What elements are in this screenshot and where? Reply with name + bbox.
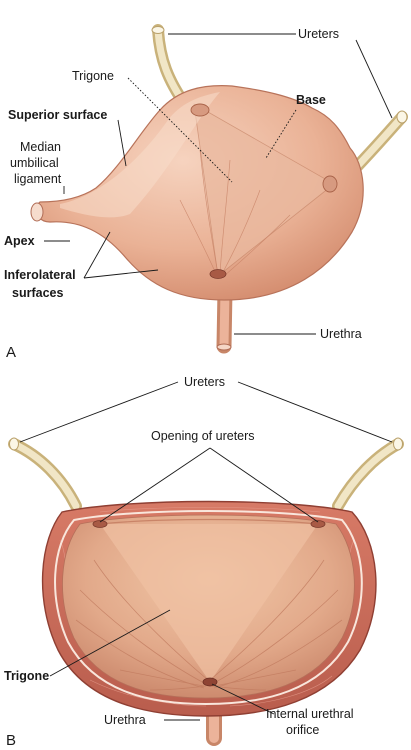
ureter-orifice-left-a [190, 103, 210, 117]
label-inferolateral-1: Inferolateral [4, 268, 76, 282]
left-ureter-b [8, 438, 82, 512]
panel-a: Ureters Trigone Base Superior surface Me… [4, 24, 408, 361]
label-urethra-b: Urethra [104, 713, 146, 727]
folds-a [179, 149, 291, 277]
label-trigone-a: Trigone [72, 69, 114, 83]
panel-b: Ureters Opening of ureters Trigone Ureth… [4, 375, 404, 749]
ureter-orifice-left-b [92, 520, 108, 528]
rugae-b [75, 559, 343, 691]
trigone-region-b [100, 524, 318, 682]
label-superior-surface: Superior surface [8, 108, 107, 122]
apex-tip [30, 202, 44, 222]
label-ureters-a: Ureters [298, 27, 339, 41]
label-opening-of-ureters: Opening of ureters [151, 429, 255, 443]
label-urethra-a: Urethra [320, 327, 362, 341]
label-internal-urethral-1: Internal urethral [266, 707, 354, 721]
internal-urethral-orifice-a [209, 269, 227, 279]
ureter-orifice-right-b [310, 520, 326, 528]
panel-label-a: A [6, 344, 16, 361]
bladder-base-face [193, 103, 335, 277]
label-base: Base [296, 93, 326, 107]
ureter-orifice-right-a [322, 175, 338, 193]
internal-urethral-orifice-b [202, 677, 218, 687]
label-median-umbilical-2: umbilical [10, 156, 59, 170]
label-inferolateral-2: surfaces [12, 286, 63, 300]
label-median-umbilical-3: ligament [14, 172, 62, 186]
panel-label-b: B [6, 732, 16, 749]
label-internal-urethral-2: orifice [286, 723, 319, 737]
bladder-body-a [35, 85, 364, 301]
label-median-umbilical-1: Median [20, 140, 61, 154]
label-ureters-b: Ureters [184, 375, 225, 389]
label-trigone-b: Trigone [4, 669, 49, 683]
label-apex: Apex [4, 234, 35, 248]
